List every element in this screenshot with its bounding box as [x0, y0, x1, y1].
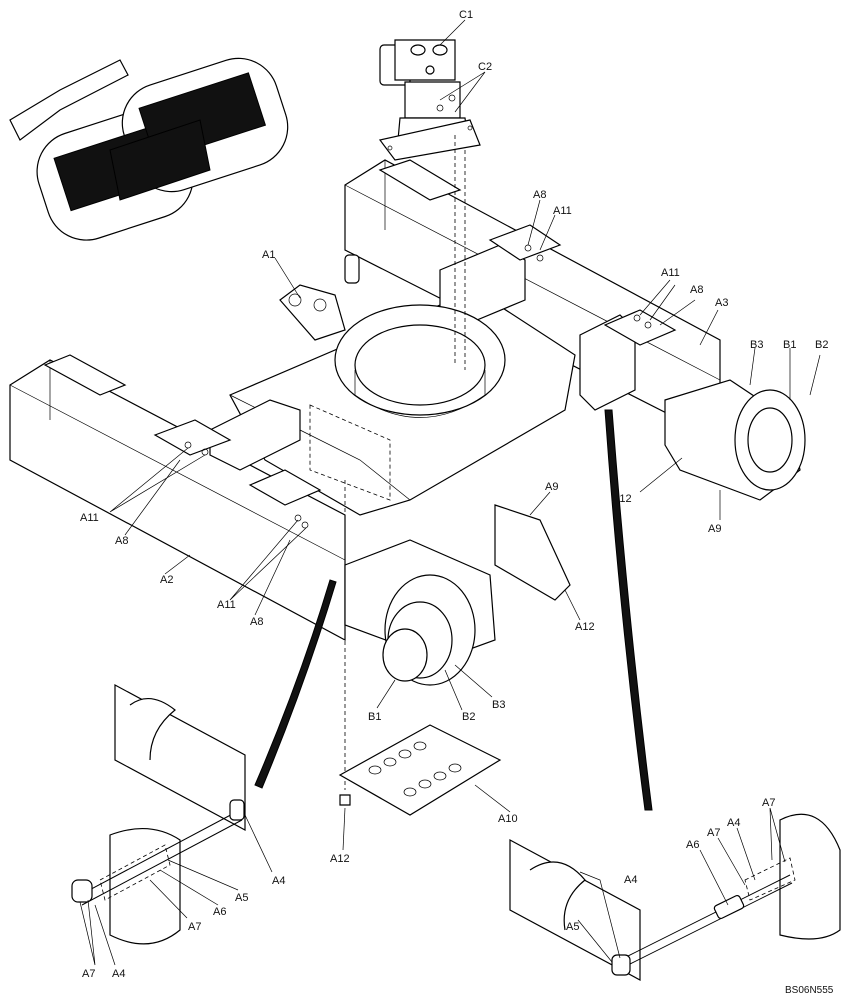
label-a8-left: A8 — [115, 535, 128, 547]
label-a4-left-upper: A4 — [272, 875, 285, 887]
right-guide-arrow — [604, 409, 653, 811]
left-guide-arrow — [254, 579, 337, 789]
label-b2-right: B2 — [815, 339, 828, 351]
label-a1: A1 — [262, 249, 275, 261]
label-b3-right: B3 — [750, 339, 763, 351]
label-a10: A10 — [498, 813, 518, 825]
label-a11-top: A11 — [553, 205, 572, 217]
undercarriage-thumbnail — [9, 57, 289, 241]
callout-labels: C1 C2 A1 A8 A11 A11 A8 A3 B3 B1 B2 A12 A… — [80, 9, 834, 996]
label-a5-left: A5 — [235, 892, 248, 904]
label-a12-right: A12 — [612, 493, 632, 505]
reference-code: BS06N555 — [785, 985, 834, 996]
label-c1: C1 — [459, 9, 473, 21]
label-a9-right: A9 — [708, 523, 721, 535]
label-a12-bottom: A12 — [330, 853, 350, 865]
label-a11-left: A11 — [80, 512, 99, 524]
label-a5-right: A5 — [566, 921, 579, 933]
right-track-adjuster — [509, 813, 841, 982]
leader-lines — [79, 19, 821, 966]
label-a8-center: A8 — [250, 616, 263, 628]
label-a7-right-mid: A7 — [707, 827, 720, 839]
label-a11-center: A11 — [217, 599, 236, 611]
label-a12-center: A12 — [575, 621, 595, 633]
label-a9-center: A9 — [545, 481, 558, 493]
label-a4-right-lower: A4 — [624, 874, 637, 886]
label-b1-right: B1 — [783, 339, 796, 351]
label-a7-left-lower: A7 — [82, 968, 95, 980]
swivel-joint-assembly — [378, 39, 481, 161]
label-b2-center: B2 — [462, 711, 475, 723]
label-a7-left-upper: A7 — [188, 921, 201, 933]
label-a11-right: A11 — [661, 267, 680, 279]
label-a8-top: A8 — [533, 189, 546, 201]
label-b3-center: B3 — [492, 699, 505, 711]
label-c2: C2 — [478, 61, 492, 73]
label-a6-right: A6 — [686, 839, 699, 851]
label-a4-right-upper: A4 — [727, 817, 740, 829]
label-a8-right: A8 — [690, 284, 703, 296]
label-a4-left-lower: A4 — [112, 968, 125, 980]
main-track-frame — [9, 135, 806, 816]
label-a2: A2 — [160, 574, 173, 586]
label-a6-left: A6 — [213, 906, 226, 918]
label-b1-center: B1 — [368, 711, 381, 723]
label-a3: A3 — [715, 297, 728, 309]
left-track-adjuster — [71, 683, 246, 945]
label-a7-right-upper: A7 — [762, 797, 775, 809]
